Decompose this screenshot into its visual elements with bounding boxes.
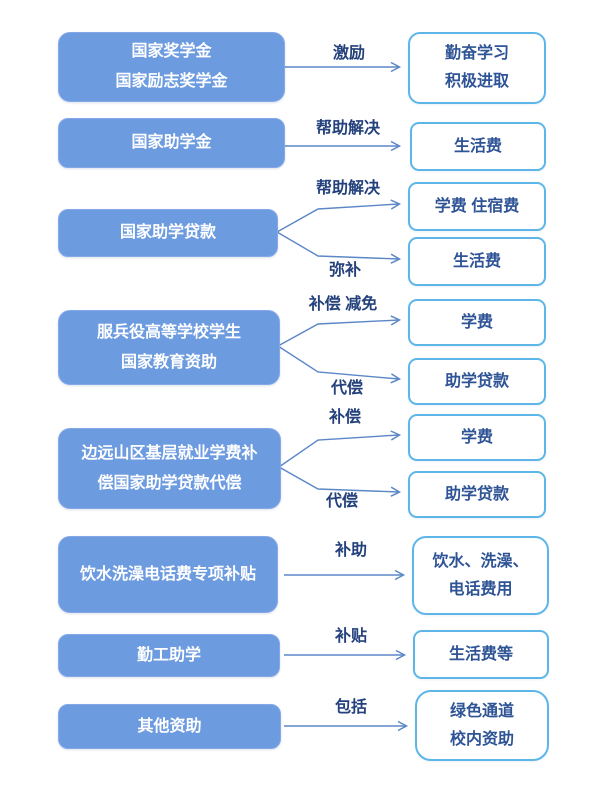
target-box-green-channel: 绿色通道 校内资助 [415,690,549,761]
arrow-row3-top [276,199,402,233]
source-box-national-grant: 国家助学金 [58,118,285,168]
source-box-line: 服兵役高等学校学生 [96,323,241,341]
source-box-work-study: 勤工助学 [58,634,280,677]
source-box-utility-subsidy: 饮水洗澡电话费专项补贴 [58,536,278,613]
target-box-water-bath-phone: 饮水、洗澡、 电话费用 [412,536,549,615]
target-box-diligent-study: 勤奋学习 积极进取 [408,32,546,104]
target-box-line: 学费 住宿费 [434,197,520,215]
source-box-line: 偿国家助学贷款代偿 [97,474,242,492]
arrow-label-allowance: 补贴 [334,628,367,645]
arrow-row5-top [278,430,402,468]
source-box-line: 国家教育资助 [120,353,217,371]
target-box-line: 积极进取 [444,73,509,90]
target-box-line: 生活费 [452,252,501,270]
target-box-living-cost-2: 生活费 [408,237,546,286]
source-box-line: 饮水洗澡电话费专项补贴 [79,565,256,583]
source-box-line: 国家助学金 [131,134,212,152]
arrow-label-repay-2: 代偿 [325,493,358,510]
target-box-line: 学费 [460,428,493,446]
source-box-remote-area-loan-repay: 边远山区基层就业学费补 偿国家助学贷款代偿 [58,428,281,509]
arrow-label-compensate: 补偿 [328,409,361,426]
target-box-line: 学费 [460,313,493,331]
source-box-line: 国家助学贷款 [119,224,216,242]
target-box-tuition-accommodation: 学费 住宿费 [408,182,546,231]
arrow-label-help-solve-2: 帮助解决 [315,180,380,197]
source-box-line: 勤工助学 [136,646,201,664]
arrow-label-help-solve: 帮助解决 [315,120,380,137]
source-box-military-service-aid: 服兵役高等学校学生 国家教育资助 [58,310,280,385]
arrow-label-include: 包括 [334,699,367,716]
target-box-line: 助学贷款 [444,372,509,390]
target-box-line: 助学贷款 [444,485,509,503]
target-box-line: 绿色通道 [449,702,514,720]
source-box-national-scholarship: 国家奖学金 国家励志奖学金 [58,32,285,102]
target-box-line: 生活费等 [448,645,513,663]
target-box-student-loan-2: 助学贷款 [408,471,546,518]
target-box-line: 生活费 [453,137,502,155]
source-box-other-aid: 其他资助 [58,704,281,749]
target-box-living-cost-etc: 生活费等 [413,630,549,679]
target-box-living-cost: 生活费 [410,122,546,171]
arrow-label-motivate: 激励 [332,45,365,62]
arrow-label-subsidize: 补助 [334,542,367,559]
target-box-tuition-2: 学费 [408,414,546,461]
target-box-line: 校内资助 [449,730,514,748]
source-box-national-student-loan: 国家助学贷款 [58,209,278,257]
arrow-row4-top [277,315,402,347]
arrow-label-make-up: 弥补 [328,262,361,279]
target-box-line: 勤奋学习 [444,45,509,62]
target-box-line: 电话费用 [448,580,513,598]
source-box-line: 国家奖学金 [131,43,212,61]
arrow-label-compensate-waive: 补偿 减免 [308,296,378,313]
arrow-label-repay: 代偿 [330,380,363,397]
target-box-student-loan: 助学贷款 [408,358,546,405]
source-box-line: 其他资助 [137,717,202,735]
source-box-line: 国家励志奖学金 [115,73,228,90]
arrow-row3-bottom [276,231,402,264]
arrow-row4-bottom [277,345,402,384]
arrow-row5-bottom [278,466,402,497]
source-box-line: 边远山区基层就业学费补 [81,444,258,462]
target-box-line: 饮水、洗澡、 [432,552,529,570]
target-box-tuition: 学费 [408,299,546,346]
